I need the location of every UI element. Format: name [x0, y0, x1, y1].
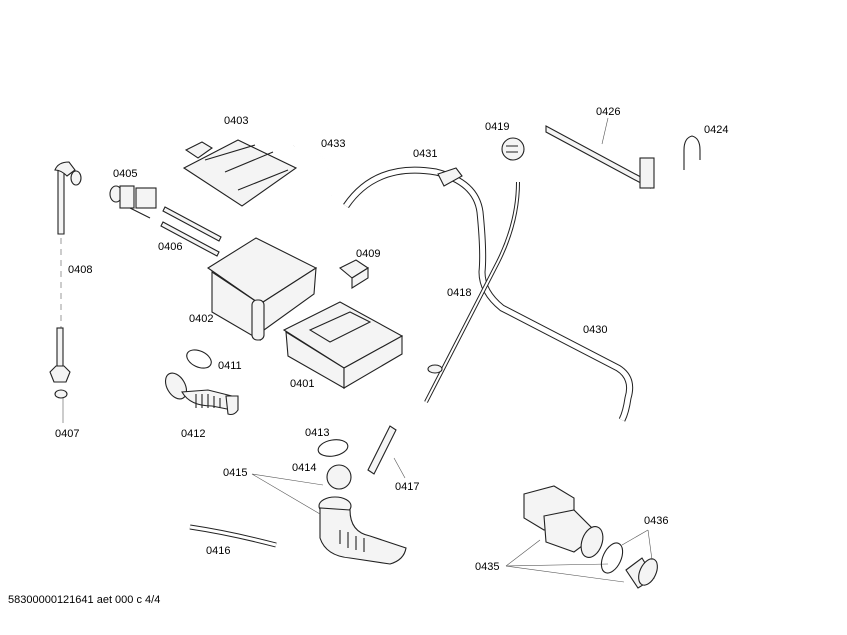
- part-0405-valve[interactable]: [109, 185, 157, 219]
- label-0413: 0413: [305, 427, 330, 439]
- label-0411: 0411: [218, 360, 242, 372]
- label-0405: 0405: [113, 168, 138, 180]
- part-0411-seal-ring[interactable]: [184, 346, 214, 371]
- part-0407-fitting[interactable]: [49, 327, 71, 423]
- label-0430: 0430: [583, 324, 608, 336]
- part-0416-hose[interactable]: [189, 524, 277, 548]
- label-0407: 0407: [55, 428, 80, 440]
- label-0426: 0426: [596, 106, 621, 118]
- document-reference: 58300000121641 aet 000 c 4/4: [8, 594, 161, 606]
- part-0426-bracket[interactable]: [545, 117, 655, 189]
- part-0417-element[interactable]: [367, 425, 406, 479]
- part-0408-hose[interactable]: [54, 161, 82, 330]
- part-0435-pump[interactable]: [505, 485, 625, 583]
- label-0417: 0417: [395, 481, 420, 493]
- part-0412-bellows-hose[interactable]: [161, 369, 239, 416]
- part-0433-hose[interactable]: [293, 142, 334, 197]
- part-0403-dispenser-cover[interactable]: [182, 139, 298, 207]
- label-0416: 0416: [206, 545, 231, 557]
- label-0435: 0435: [475, 561, 500, 573]
- part-0401-drawer-box[interactable]: [282, 301, 404, 389]
- label-0401: 0401: [290, 378, 315, 390]
- label-0409: 0409: [356, 248, 381, 260]
- part-0415-sump[interactable]: [251, 473, 407, 565]
- part-0418-tube[interactable]: [424, 181, 520, 403]
- part-0402-drawer[interactable]: [206, 237, 318, 341]
- label-0403: 0403: [224, 115, 249, 127]
- part-0424-clip[interactable]: [683, 135, 701, 170]
- label-0436: 0436: [644, 515, 669, 527]
- part-0406-tubes[interactable]: [160, 206, 222, 257]
- label-0412: 0412: [181, 428, 206, 440]
- label-0406: 0406: [158, 241, 183, 253]
- part-0413-seal-ring[interactable]: [317, 438, 349, 459]
- label-0418: 0418: [447, 287, 472, 299]
- label-0424: 0424: [704, 124, 729, 136]
- label-0431: 0431: [413, 148, 438, 160]
- label-0433: 0433: [321, 138, 346, 150]
- part-0409-clip[interactable]: [339, 259, 370, 289]
- label-0419: 0419: [485, 121, 510, 133]
- label-0414: 0414: [292, 462, 317, 474]
- part-0414-ball[interactable]: [326, 464, 352, 490]
- label-0402: 0402: [189, 313, 214, 325]
- label-0408: 0408: [68, 264, 93, 276]
- part-0419-pressure-switch[interactable]: [501, 137, 525, 161]
- label-0415: 0415: [223, 467, 248, 479]
- part-0431-hose[interactable]: [343, 166, 634, 422]
- part-0436-filter[interactable]: [597, 529, 661, 589]
